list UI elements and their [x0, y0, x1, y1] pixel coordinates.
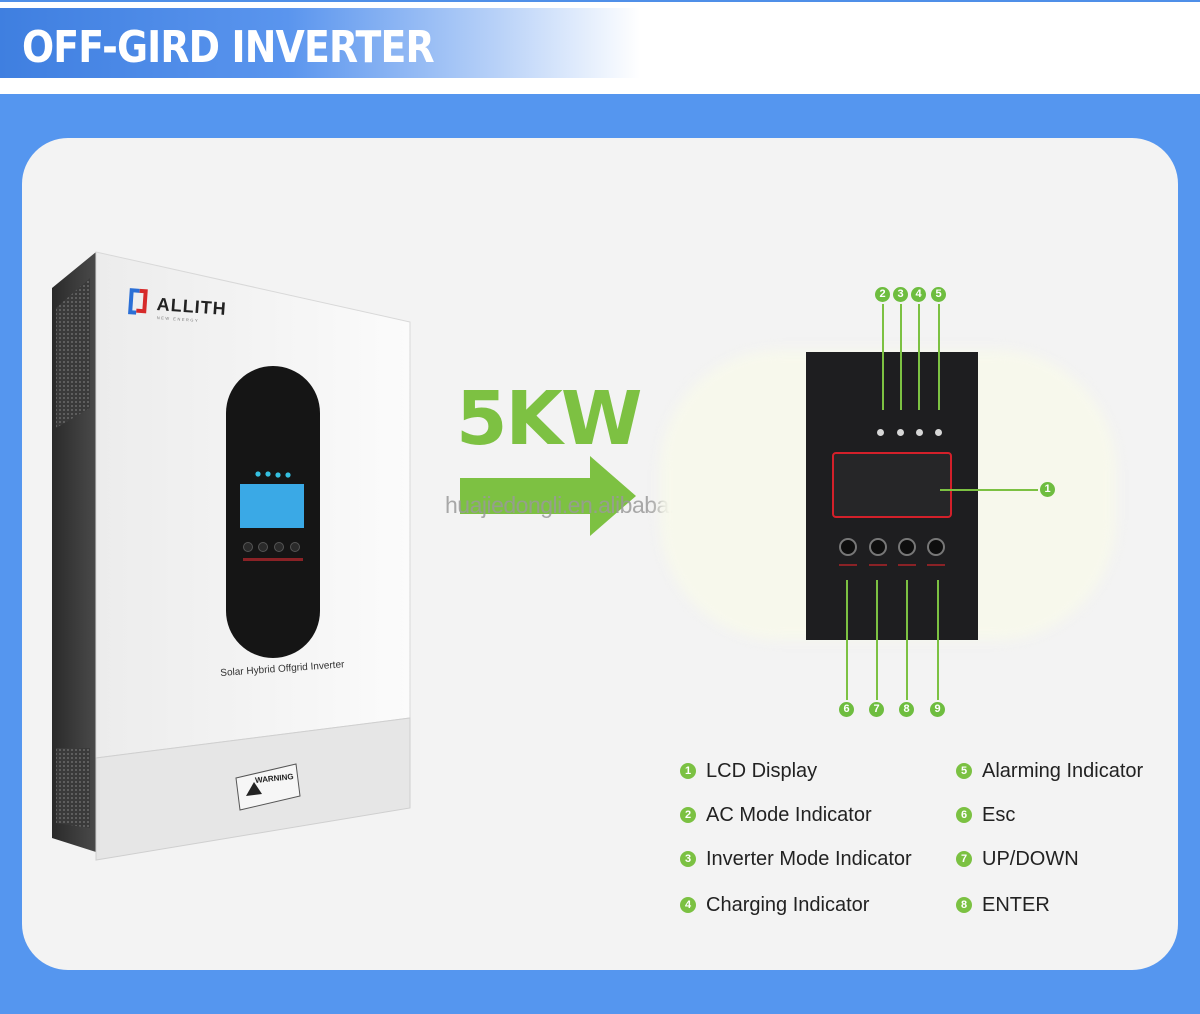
esc-button — [839, 538, 857, 556]
ac-mode-led — [877, 429, 884, 436]
page-title: OFF-GIRD INVERTER — [22, 22, 435, 73]
brand-logo: ALLITH NEW ENERGY — [125, 286, 238, 334]
down-button — [898, 538, 916, 556]
legend-item-inverter-mode: 3 Inverter Mode Indicator — [680, 846, 912, 872]
callout-6: 6 — [839, 702, 854, 717]
leader-line-2 — [882, 304, 884, 410]
legend-number: 3 — [680, 851, 696, 867]
leader-line-8 — [906, 580, 908, 700]
legend-label: ENTER — [982, 893, 1050, 916]
brand-mark-icon — [128, 288, 148, 315]
enter-button-label — [927, 564, 945, 566]
legend-item-ac-mode: 2 AC Mode Indicator — [680, 802, 872, 828]
callout-3: 3 — [893, 287, 908, 302]
inverter-mode-led — [897, 429, 904, 436]
legend-number: 2 — [680, 807, 696, 823]
legend-label: LCD Display — [706, 759, 818, 782]
lcd-display — [832, 452, 952, 518]
inverter-body-graphic — [52, 251, 411, 861]
legend-label: Inverter Mode Indicator — [706, 847, 912, 870]
legend-item-enter: 8 ENTER — [956, 892, 1050, 918]
leader-line-9 — [937, 580, 939, 700]
esc-button-label — [839, 564, 857, 566]
legend-label: UP/DOWN — [982, 847, 1079, 870]
down-button-label — [898, 564, 916, 566]
arrow-right-icon — [460, 456, 636, 536]
legend-number: 6 — [956, 807, 972, 823]
callout-7: 7 — [869, 702, 884, 717]
leader-line-7 — [876, 580, 878, 700]
leader-line-6 — [846, 580, 848, 700]
callout-2: 2 — [875, 287, 890, 302]
legend-number: 8 — [956, 897, 972, 913]
legend-number: 1 — [680, 763, 696, 779]
callout-5: 5 — [931, 287, 946, 302]
legend-item-charging: 4 Charging Indicator — [680, 892, 869, 918]
header-top-line — [0, 0, 1200, 2]
callout-8: 8 — [899, 702, 914, 717]
callout-9: 9 — [930, 702, 945, 717]
power-rating: 5KW — [456, 376, 642, 462]
legend-number: 5 — [956, 763, 972, 779]
leader-line-4 — [918, 304, 920, 410]
legend-label: Alarming Indicator — [982, 759, 1144, 782]
inverter-image — [50, 248, 420, 868]
legend-item-lcd-display: 1 LCD Display — [680, 758, 817, 784]
legend-label: AC Mode Indicator — [706, 803, 872, 826]
leader-line-5 — [938, 304, 940, 410]
enter-button — [927, 538, 945, 556]
legend-label: Charging Indicator — [706, 893, 870, 916]
leader-line-1 — [940, 489, 1038, 491]
charging-led — [916, 429, 923, 436]
alarm-led — [935, 429, 942, 436]
legend-item-up-down: 7 UP/DOWN — [956, 846, 1079, 872]
legend-number: 4 — [680, 897, 696, 913]
legend-item-alarming: 5 Alarming Indicator — [956, 758, 1143, 784]
legend-label: Esc — [982, 803, 1016, 826]
title-banner: OFF-GIRD INVERTER — [0, 8, 640, 78]
up-button — [869, 538, 887, 556]
up-button-label — [869, 564, 887, 566]
legend-item-esc: 6 Esc — [956, 802, 1015, 828]
callout-4: 4 — [911, 287, 926, 302]
legend-number: 7 — [956, 851, 972, 867]
leader-line-3 — [900, 304, 902, 410]
callout-1: 1 — [1040, 482, 1055, 497]
